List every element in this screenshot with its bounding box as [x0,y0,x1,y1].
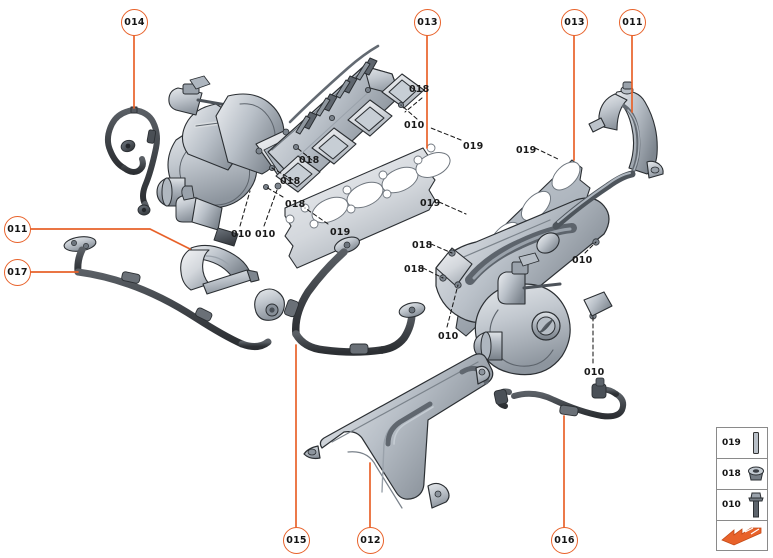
part-label-019: 019 [420,198,441,209]
callout-bubble-012[interactable]: 012 [357,527,384,554]
callout-label: 011 [622,17,643,28]
callout-bubble-014[interactable]: 014 [121,9,148,36]
bolt-icon [746,492,767,518]
bushing-icon [746,461,767,487]
part-label-018: 018 [285,199,306,210]
callout-bubble-013[interactable]: 013 [414,9,441,36]
part-leader-018 [422,267,444,279]
legend-row-019[interactable]: 019 [717,428,767,459]
callout-leader-011 [30,228,191,250]
callout-label: 013 [564,17,585,28]
callout-label: 017 [7,267,28,278]
part-label-018: 018 [404,264,425,275]
callout-label: 015 [286,535,307,546]
part-intake-manifold [262,44,425,193]
callout-bubble-016[interactable]: 016 [551,527,578,554]
callout-bubble-011[interactable]: 011 [4,216,31,243]
part-label-019: 019 [516,145,537,156]
part-leader-019 [534,147,561,161]
part-label-010: 010 [255,229,276,240]
part-leader-019 [430,127,462,141]
callout-bubble-017[interactable]: 017 [4,259,31,286]
callout-bubble-013[interactable]: 013 [561,9,588,36]
part-label-010: 010 [231,229,252,240]
part-015-oil-return [283,236,426,356]
part-label-019: 019 [463,141,484,152]
part-label-010: 010 [404,120,425,131]
callout-label: 014 [124,17,145,28]
part-013-gasket-a [284,143,451,269]
legend-row-arrow [717,521,767,552]
part-leader-010 [584,241,597,254]
legend-number-018: 018 [722,469,741,479]
callout-label: 016 [554,535,575,546]
part-011-heatshield-b [180,244,260,295]
legend-number-010: 010 [722,500,741,510]
part-leader-018 [430,243,453,254]
legend-box: 019 018 010 [716,427,768,551]
part-label-018: 018 [409,84,430,95]
part-014-line [104,107,160,215]
part-label-010: 010 [572,255,593,266]
part-label-010: 010 [584,367,605,378]
part-leader-010 [400,104,418,120]
part-leader-019 [304,207,329,225]
part-012-heatshield [303,353,494,509]
part-label-018: 018 [280,176,301,187]
callout-label: 013 [417,17,438,28]
part-label-018: 018 [299,155,320,166]
callout-bubble-015[interactable]: 015 [283,527,310,554]
part-label-018: 018 [412,240,433,251]
part-label-010: 010 [438,331,459,342]
part-right-turbo-assembly [435,170,636,376]
part-016-sensor-cable [493,377,627,420]
callout-label: 012 [360,535,381,546]
part-leader-018 [265,186,284,198]
orange-arrow-icon [720,524,764,550]
part-label-019: 019 [330,227,351,238]
part-leader-019 [438,201,467,215]
part-leader-010 [263,189,278,227]
part-leader-018 [271,167,294,181]
part-011-heatshield-a [588,81,664,179]
part-leader-010 [239,190,251,227]
callout-bubble-011[interactable]: 011 [619,9,646,36]
legend-number-019: 019 [722,438,741,448]
part-leader-018 [404,97,423,113]
part-017-oil-pipe [63,236,285,351]
legend-row-018[interactable]: 018 [717,459,767,490]
part-leader-010 [446,284,459,328]
callout-label: 011 [7,224,28,235]
part-leader-018 [295,146,313,161]
legend-row-010[interactable]: 010 [717,490,767,521]
gasket-strip-icon [746,430,767,456]
part-014-fittings [120,106,157,216]
